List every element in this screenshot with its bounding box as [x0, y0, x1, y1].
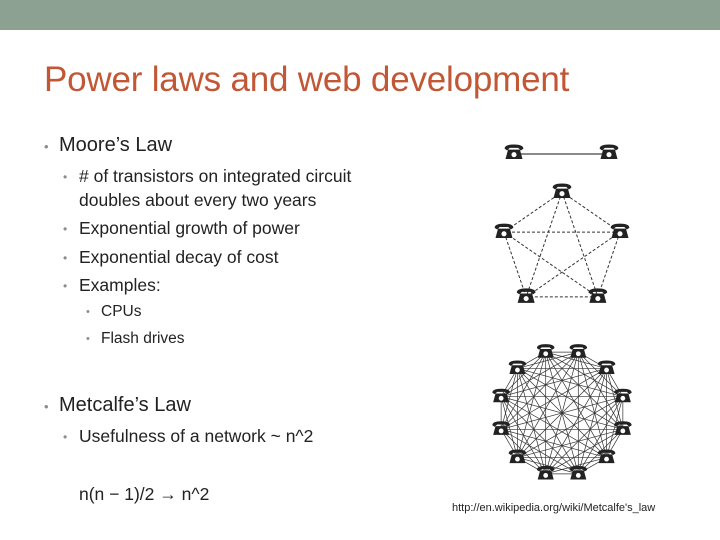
telephone-icon	[614, 388, 632, 403]
moores-item-transistors-cont: doubles about every two years	[79, 190, 317, 210]
bullet-dot: •	[86, 333, 90, 345]
network-link	[500, 396, 607, 458]
telephone-icon	[492, 421, 510, 435]
network-link	[545, 351, 607, 369]
moores-item-decay: Exponential decay of cost	[79, 247, 279, 267]
network-link	[517, 457, 579, 475]
network-link	[500, 351, 546, 397]
telephone-icon	[516, 288, 536, 303]
bullet-dot: •	[44, 139, 49, 154]
network-link	[545, 351, 624, 430]
network-link	[597, 231, 621, 298]
telephone-icon	[536, 344, 555, 358]
network-link	[500, 368, 607, 430]
network-link	[517, 368, 624, 430]
telephone-icon	[504, 144, 524, 159]
network-link	[503, 231, 599, 298]
metcalfes-item-usefulness: Usefulness of a network ~ n^2	[79, 426, 314, 446]
network-12-nodes	[492, 344, 632, 480]
network-5-nodes	[494, 183, 630, 303]
bullet-dot: •	[63, 222, 68, 236]
network-link	[500, 396, 579, 475]
network-link	[545, 368, 607, 475]
formula: n(n − 1)/2 → n^2	[79, 484, 209, 505]
network-link	[517, 368, 547, 474]
network-link	[500, 351, 546, 430]
moores-item-growth: Exponential growth of power	[79, 218, 300, 238]
telephone-icon	[552, 183, 572, 198]
top-bar	[0, 0, 720, 30]
example-cpus: CPUs	[101, 303, 142, 320]
telephone-icon	[597, 449, 616, 464]
network-link	[517, 368, 623, 398]
network-link	[500, 368, 518, 430]
network-link	[545, 352, 579, 474]
network-2-nodes	[504, 144, 619, 159]
telephone-icon	[494, 223, 514, 239]
telephone-icon	[610, 223, 630, 239]
bullet-dot: •	[63, 430, 68, 444]
bullet-dot: •	[86, 306, 90, 318]
moores-item-transistors: # of transistors on integrated circuit	[79, 166, 352, 186]
network-link	[503, 231, 527, 298]
telephone-icon	[569, 465, 588, 480]
telephone-icon	[588, 288, 608, 303]
network-link	[517, 396, 624, 458]
network-link	[561, 191, 621, 233]
telephone-icon	[492, 388, 510, 403]
bullet-dot: •	[44, 399, 49, 414]
bullet-dot: •	[63, 170, 68, 184]
arrow-icon: →	[159, 484, 177, 504]
network-link	[517, 351, 579, 458]
moores-item-examples: Examples:	[79, 275, 161, 295]
network-link	[500, 396, 518, 458]
slide-title: Power laws and web development	[44, 60, 570, 99]
network-link	[501, 428, 607, 458]
network-link	[503, 191, 563, 233]
network-link	[525, 231, 621, 298]
network-link	[517, 368, 579, 475]
metcalfes-law-heading: Metcalfe’s Law	[59, 394, 191, 416]
bullet-dot: •	[63, 279, 68, 293]
source-url[interactable]: http://en.wikipedia.org/wiki/Metcalfe's_…	[452, 502, 656, 514]
telephone-icon	[536, 465, 555, 480]
formula-left: n(n − 1)/2	[79, 484, 155, 504]
network-link	[545, 351, 624, 397]
telephone-icon	[508, 360, 527, 375]
network-link	[517, 352, 547, 458]
bullet-dot: •	[63, 251, 68, 265]
network-link	[525, 191, 563, 298]
example-flash-drives: Flash drives	[101, 330, 185, 347]
network-link	[545, 351, 607, 458]
formula-right: n^2	[181, 484, 210, 504]
network-link	[561, 191, 599, 298]
telephone-icon	[597, 360, 616, 375]
telephone-icon	[599, 144, 619, 159]
moores-law-heading: Moore’s Law	[59, 134, 173, 156]
telephone-icon	[508, 449, 527, 464]
telephone-icon	[614, 421, 632, 435]
telephone-icon	[569, 344, 588, 358]
